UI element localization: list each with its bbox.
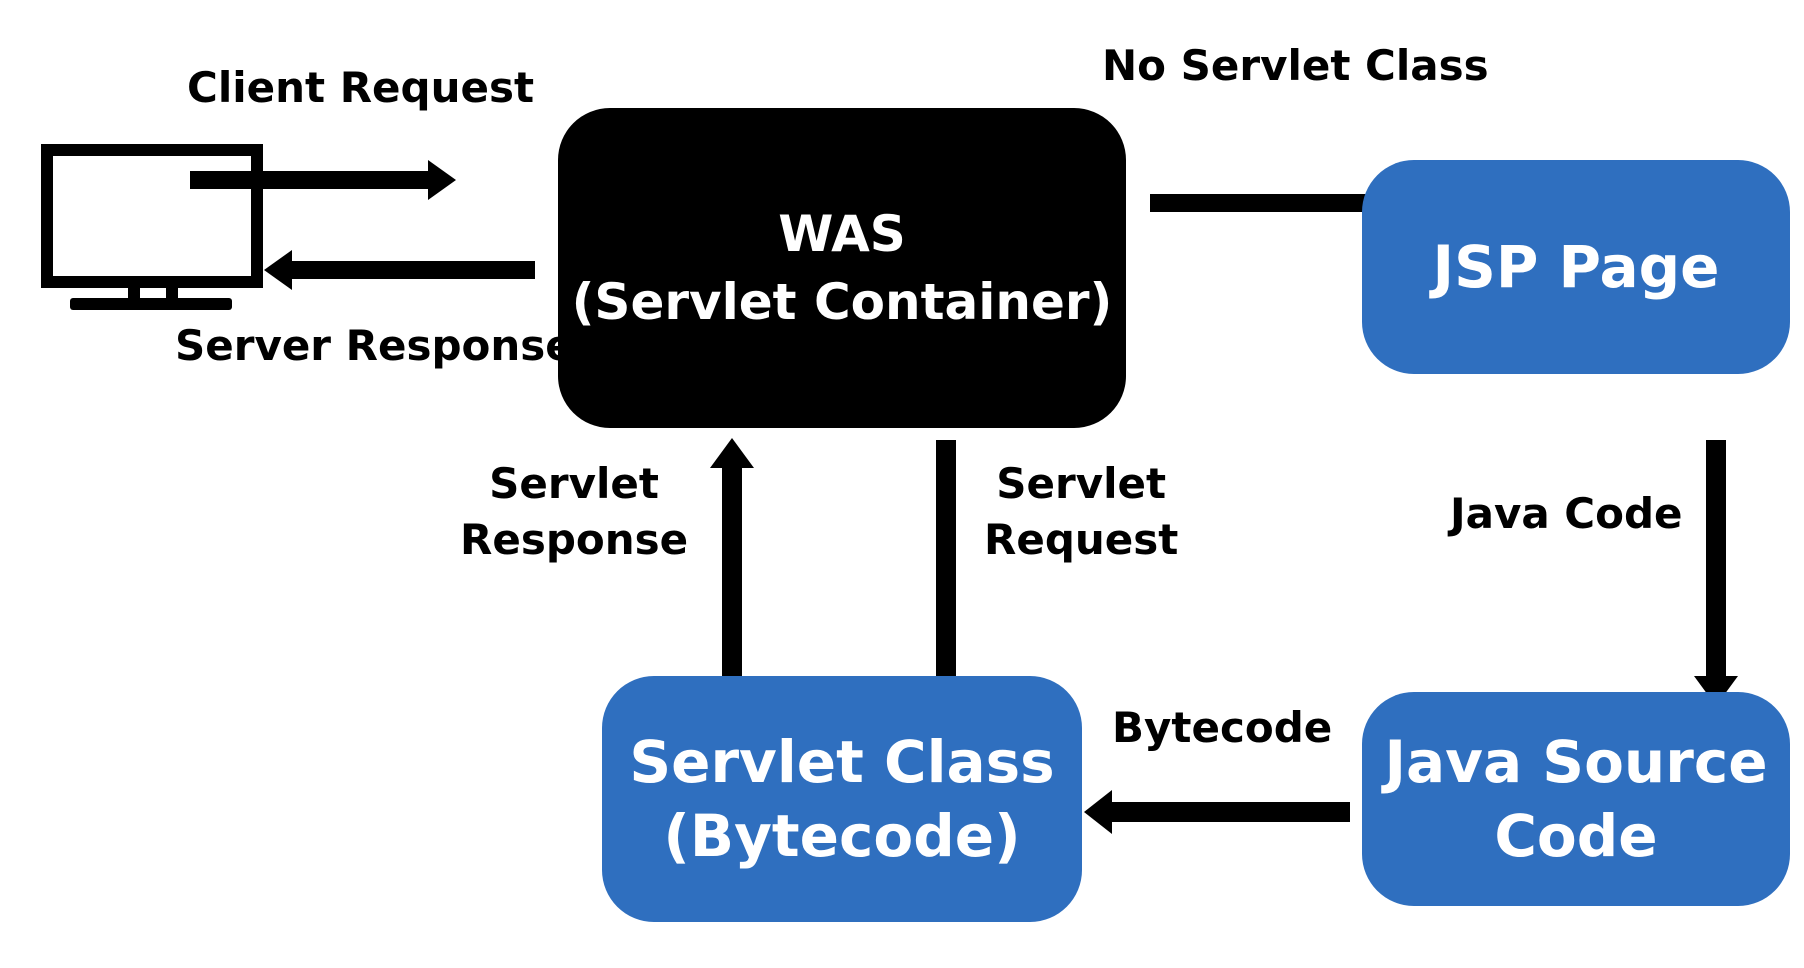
java-code-label: Java Code — [1450, 489, 1683, 538]
jsp-page-label: JSP Page — [1432, 233, 1720, 301]
servlet-request-label-line2: Request — [984, 515, 1179, 564]
servlet-response-label: Servlet Response — [460, 456, 688, 568]
servlet-request-arrow — [924, 440, 968, 706]
java-source-node: Java Source Code — [1362, 692, 1790, 906]
was-node-title: WAS — [778, 205, 906, 263]
java-source-subtitle: Code — [1494, 802, 1658, 870]
servlet-class-subtitle: (Bytecode) — [663, 802, 1021, 870]
servlet-class-node: Servlet Class (Bytecode) — [602, 676, 1082, 922]
was-node-subtitle: (Servlet Container) — [571, 273, 1113, 331]
servlet-request-label-line1: Servlet — [996, 459, 1167, 508]
servlet-response-label-line2: Response — [460, 515, 689, 564]
bytecode-label: Bytecode — [1112, 703, 1333, 752]
servlet-response-arrow — [710, 438, 754, 704]
client-request-label: Client Request — [187, 63, 535, 112]
bytecode-arrow — [1084, 790, 1350, 834]
client-request-arrow — [190, 160, 456, 200]
servlet-response-label-line1: Servlet — [489, 459, 659, 508]
java-code-arrow — [1694, 440, 1738, 706]
was-node: WAS (Servlet Container) — [558, 108, 1126, 428]
server-response-arrow — [264, 250, 535, 290]
java-source-title: Java Source — [1384, 728, 1768, 796]
servlet-request-label: Servlet Request — [984, 456, 1178, 568]
no-servlet-class-label: No Servlet Class — [1102, 41, 1489, 90]
server-response-label: Server Response — [175, 321, 574, 370]
servlet-class-title: Servlet Class — [629, 728, 1055, 796]
monitor-icon — [41, 144, 263, 310]
jsp-page-node: JSP Page — [1362, 160, 1790, 374]
